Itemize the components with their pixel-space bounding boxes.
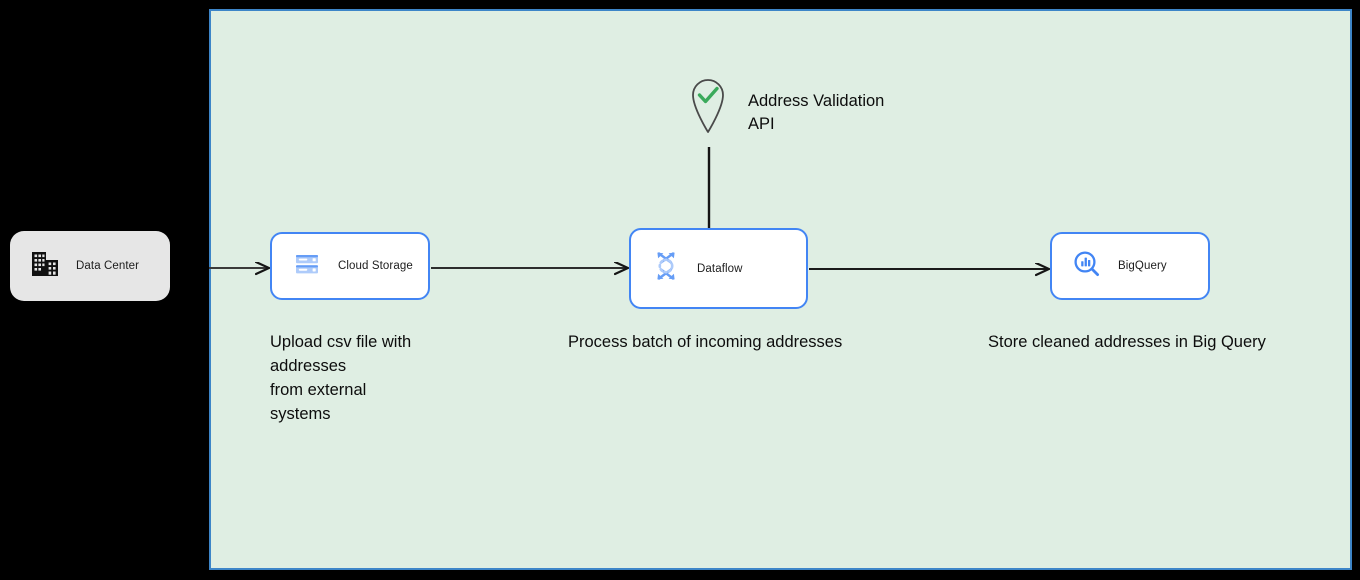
node-label-bigquery: BigQuery bbox=[1118, 260, 1167, 272]
node-data-center[interactable]: Data Center bbox=[10, 231, 170, 301]
node-label-cloud-storage: Cloud Storage bbox=[338, 260, 413, 272]
cloud-storage-icon bbox=[292, 249, 322, 284]
node-bigquery[interactable]: BigQuery bbox=[1050, 232, 1210, 300]
node-cloud-storage[interactable]: Cloud Storage bbox=[270, 232, 430, 300]
node-address-validation-api[interactable]: Address Validation API bbox=[686, 72, 884, 136]
caption-bigquery: Store cleaned addresses in Big Query bbox=[988, 333, 1266, 351]
caption-cloud-storage: Upload csv file with addresses from exte… bbox=[270, 333, 412, 423]
node-label-data-center: Data Center bbox=[76, 260, 140, 272]
caption-dataflow: Process batch of incoming addresses bbox=[568, 333, 843, 351]
node-label-address-validation-api: Address Validation API bbox=[748, 92, 885, 133]
dataflow-icon bbox=[651, 250, 681, 287]
map-pin-check-icon bbox=[686, 72, 730, 134]
node-dataflow[interactable]: Dataflow bbox=[629, 228, 808, 309]
bigquery-icon bbox=[1072, 249, 1102, 284]
node-label-dataflow: Dataflow bbox=[697, 262, 743, 275]
building-icon bbox=[30, 249, 60, 284]
